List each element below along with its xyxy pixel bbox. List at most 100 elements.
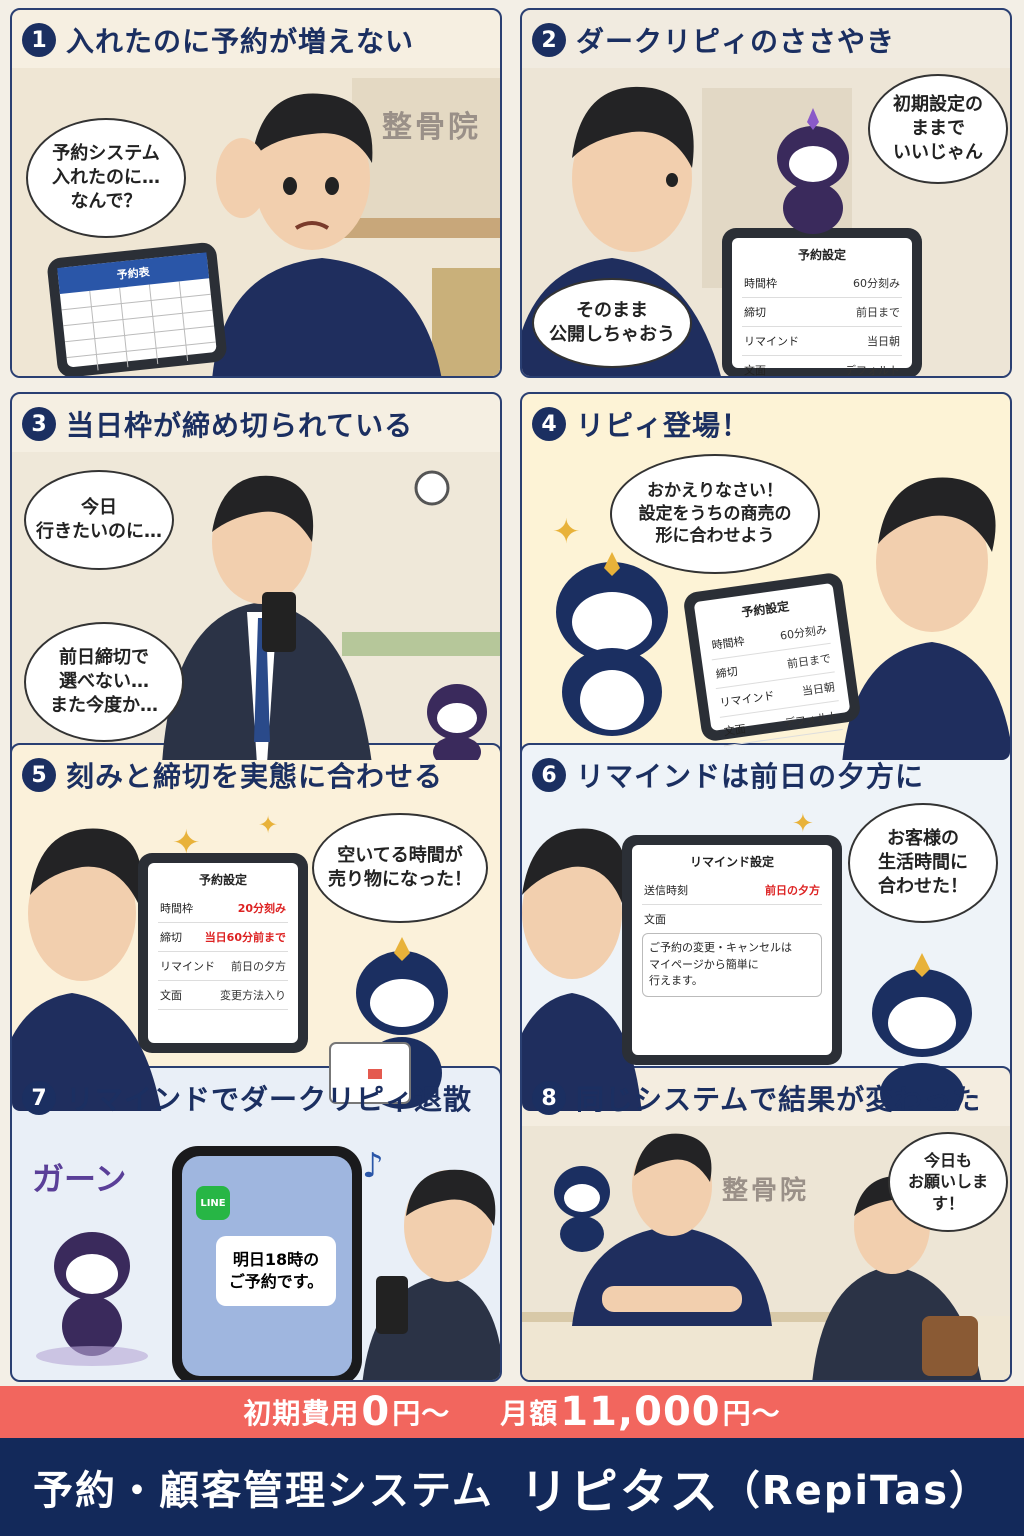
background-illustration [522,1126,1010,1380]
panel-scene: ガーン LINE 明日18時の ご予約です。 ♪ [12,1126,500,1380]
sparkle-icon: ✦ [792,809,814,839]
smartphone: LINE 明日18時の ご予約です。 [172,1146,362,1380]
speech-bubble: 予約システム 入れたのに… なんで？ [26,118,186,238]
panel-title: 6 リマインドは前日の夕方に [532,755,924,795]
setting-row[interactable]: 締切 前日まで [742,298,902,327]
speech-bubble: おかえりなさい！ 設定をうちの商売の 形に合わせよう [610,454,820,574]
setting-label: 締切 [160,931,182,944]
panel-title: 3 当日枠が締め切られている [22,404,413,444]
line-message[interactable]: 明日18時の ご予約です。 [216,1236,336,1306]
panel-number: 6 [532,758,566,792]
line-app-icon[interactable]: LINE [196,1186,230,1220]
setting-label: 時間枠 [710,634,746,653]
setting-value: 前日の夕方 [231,960,286,973]
setting-value: 前日まで [856,306,900,319]
panel-number: 4 [532,407,566,441]
panel-title-text: 入れたのに予約が増えない [66,25,415,58]
clinic-owner-smiling [842,477,1010,760]
speech-bubble: 前日締切で 選べない… また今度か… [24,622,184,742]
setting-value: 変更方法入り [220,989,286,1002]
setting-label: 締切 [714,664,739,681]
speech-bubble: 今日も お願いします！ [888,1132,1008,1232]
panel-title-text: リマインドは前日の夕方に [576,760,925,793]
setting-label: 文面 [160,989,182,1002]
tablet-screen: 予約表 [57,252,217,371]
reminder-message[interactable]: ご予約の変更・キャンセルは マイページから簡単に 行えます。 [642,933,822,997]
clinic-sign: 整骨院 [382,110,481,145]
panel-scene: 整骨院 予約表 [12,68,500,376]
customer-with-phone [162,475,372,760]
panel-scene: 今日 行きたいのに… 前日締切で 選べない… また今度か… [12,452,500,760]
clinic-owner-arms-crossed [572,1133,772,1326]
monthly-fee-label: 月額 [500,1397,559,1430]
sparkle-icon: ✦ [552,512,581,552]
dark-repy-mascot [777,108,849,234]
repy-mascot-with-calendar [329,937,448,1109]
setting-row[interactable]: 文面 変更方法入り [158,981,288,1010]
repy-mascot [554,1166,610,1252]
panel-number: 3 [22,407,56,441]
setting-value: デフォルト [783,709,840,730]
product-description: 予約・顧客管理システム [32,1468,494,1514]
speech-bubble: 初期設定の ままで いいじゃん [868,74,1008,184]
setting-row[interactable]: リマインド 当日朝 [742,327,902,356]
setting-row[interactable]: 文面 デフォルト [742,356,902,377]
setting-label: リマインド [160,960,215,973]
setting-label: 締切 [744,306,766,319]
clinic-owner-worried [212,93,442,376]
panel-title: 5 刻みと締切を実態に合わせる [22,755,443,795]
panel-title-text: 当日枠が締め切られている [66,409,414,442]
setting-label: 文面 [644,913,666,926]
setting-label: 文面 [723,722,747,739]
sparkle-icon: ✦ [258,811,279,839]
brand-romaji: （RepiTas） [719,1468,992,1514]
panel-title: 4 リピィ登場！ [532,404,750,444]
product-footer: 予約・顧客管理システム リピタス （RepiTas） [0,1438,1024,1536]
setting-value: デフォルト [845,364,900,377]
initial-fee-label: 初期費用 [243,1397,360,1430]
comic-grid: 1 入れたのに予約が増えない 整骨院 予約表 [10,8,1014,1382]
setting-value: 当日朝 [867,335,900,348]
schedule-grid [61,281,216,371]
customer-reading-phone [362,1169,500,1380]
setting-row[interactable]: 送信時刻 前日の夕方 [642,876,822,905]
setting-row[interactable]: リマインド 前日の夕方 [158,952,288,981]
panel-number: 1 [22,23,56,57]
setting-label: 送信時刻 [644,884,688,897]
panel-3: 3 当日枠が締め切られている 今日 行きたいのに… [10,392,502,762]
setting-value: 20分刻み [237,902,286,915]
setting-label: リマインド [744,335,799,348]
shock-text: ガーン [32,1160,127,1198]
clinic-owner [522,828,642,1111]
panel-title: 2 ダークリピィのささやき [532,20,895,60]
panel-title-text: リマインドでダークリピィ退散 [66,1083,473,1116]
music-note-icon: ♪ [362,1146,384,1186]
panel-title: 7 リマインドでダークリピィ退散 [22,1078,472,1118]
speech-bubble: 空いてる時間が 売り物になった！ [312,813,488,923]
panel-title: 8 同じシステムで結果が変わった [532,1078,981,1118]
setting-label: 文面 [744,364,766,377]
speech-bubble: 今日 行きたいのに… [24,470,174,570]
speech-bubble: お客様の 生活時間に 合わせた！ [848,803,998,923]
setting-value: 当日朝 [801,680,836,699]
setting-value: 前日の夕方 [765,884,820,897]
panel-title-text: ダークリピィのささやき [576,25,896,58]
panel-number: 5 [22,758,56,792]
phone-screen: LINE 明日18時の ご予約です。 [182,1156,352,1376]
setting-row: 文面 [642,905,822,933]
setting-value: 前日まで [786,651,832,671]
speech-bubble: そのまま 公開しちゃおう [532,278,692,368]
setting-row[interactable]: 締切当日60分前まで [158,923,288,952]
